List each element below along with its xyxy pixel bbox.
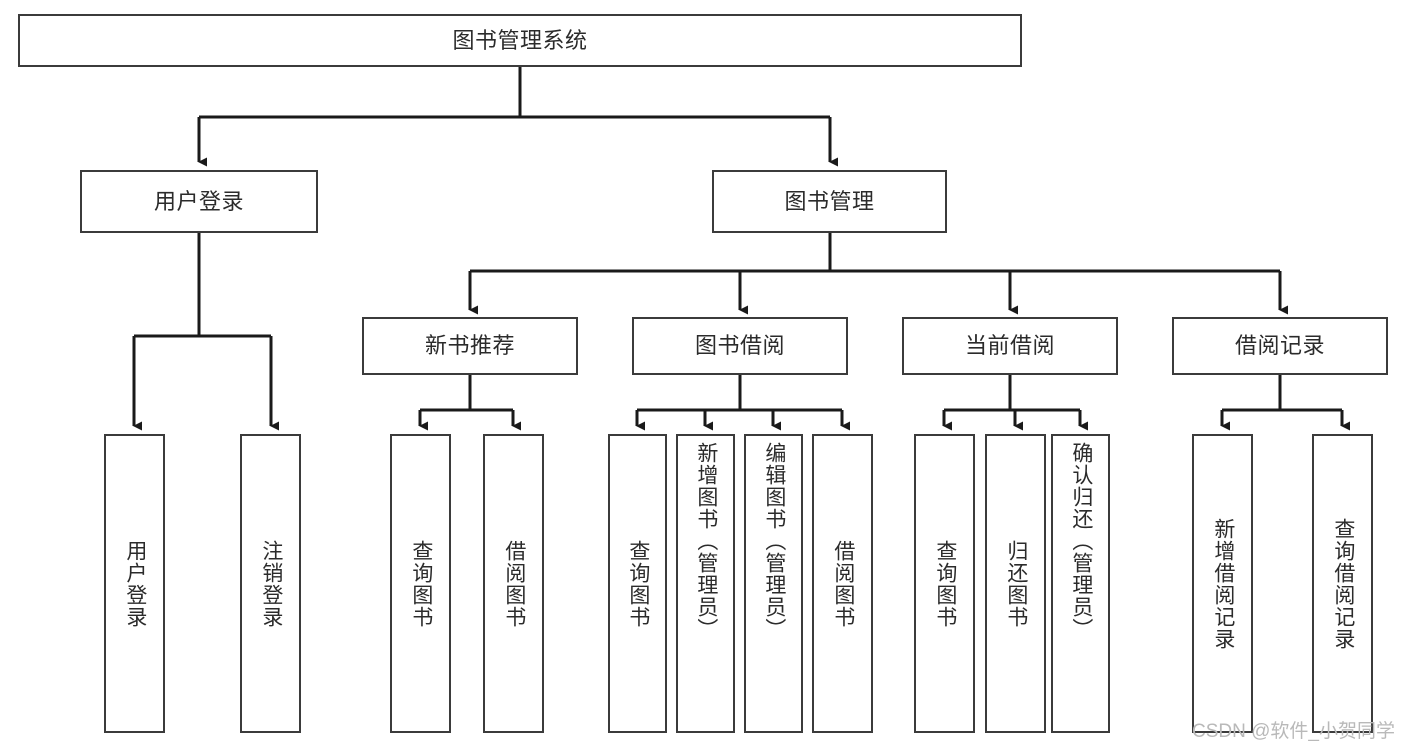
csdn-watermark: CSDN @软件_小贺同学 <box>1192 721 1395 742</box>
node-book-borrow[interactable]: 图书借阅 <box>632 317 848 375</box>
node-label: 归还图书 <box>1004 539 1028 628</box>
node-label: 图书借阅 <box>694 333 785 358</box>
node-label: 图书管理系统 <box>452 27 588 53</box>
node-label: 新书推荐 <box>424 333 515 358</box>
node-leaf-query-book-current[interactable]: 查询图书 <box>914 434 975 733</box>
node-label: 编辑图书（管理员） <box>762 442 786 640</box>
node-borrow-record[interactable]: 借阅记录 <box>1172 317 1388 375</box>
node-label: 用户登录 <box>123 539 147 628</box>
node-user-login[interactable]: 用户登录 <box>80 170 318 233</box>
node-current-borrow[interactable]: 当前借阅 <box>902 317 1118 375</box>
node-label: 新增图书（管理员） <box>694 442 718 640</box>
node-label: 借阅记录 <box>1234 333 1325 358</box>
node-label: 新增借阅记录 <box>1211 517 1235 650</box>
node-label: 图书管理 <box>784 188 875 214</box>
node-leaf-add-book-admin[interactable]: 新增图书（管理员） <box>676 434 735 733</box>
node-label: 查询图书 <box>933 539 957 628</box>
node-label: 用户登录 <box>153 188 244 214</box>
node-book-management[interactable]: 图书管理 <box>712 170 947 233</box>
node-label: 当前借阅 <box>964 333 1055 358</box>
node-leaf-user-login[interactable]: 用户登录 <box>104 434 165 733</box>
node-leaf-borrow-book[interactable]: 借阅图书 <box>812 434 873 733</box>
node-leaf-borrow-book-recommend[interactable]: 借阅图书 <box>483 434 544 733</box>
node-leaf-query-borrow-record[interactable]: 查询借阅记录 <box>1312 434 1373 733</box>
node-root-book-management-system[interactable]: 图书管理系统 <box>18 14 1022 67</box>
node-label: 查询图书 <box>409 539 433 628</box>
node-label: 查询图书 <box>626 539 650 628</box>
node-label: 查询借阅记录 <box>1331 517 1355 650</box>
node-leaf-query-book-borrow[interactable]: 查询图书 <box>608 434 667 733</box>
node-new-book-recommend[interactable]: 新书推荐 <box>362 317 578 375</box>
node-label: 借阅图书 <box>831 539 855 628</box>
node-leaf-logout-login[interactable]: 注销登录 <box>240 434 301 733</box>
node-leaf-edit-book-admin[interactable]: 编辑图书（管理员） <box>744 434 803 733</box>
node-label: 借阅图书 <box>502 539 526 628</box>
node-leaf-query-book-recommend[interactable]: 查询图书 <box>390 434 451 733</box>
node-leaf-return-book[interactable]: 归还图书 <box>985 434 1046 733</box>
node-label: 注销登录 <box>259 539 283 628</box>
node-leaf-add-borrow-record[interactable]: 新增借阅记录 <box>1192 434 1253 733</box>
node-leaf-confirm-return-admin[interactable]: 确认归还（管理员） <box>1051 434 1110 733</box>
node-label: 确认归还（管理员） <box>1069 442 1093 640</box>
